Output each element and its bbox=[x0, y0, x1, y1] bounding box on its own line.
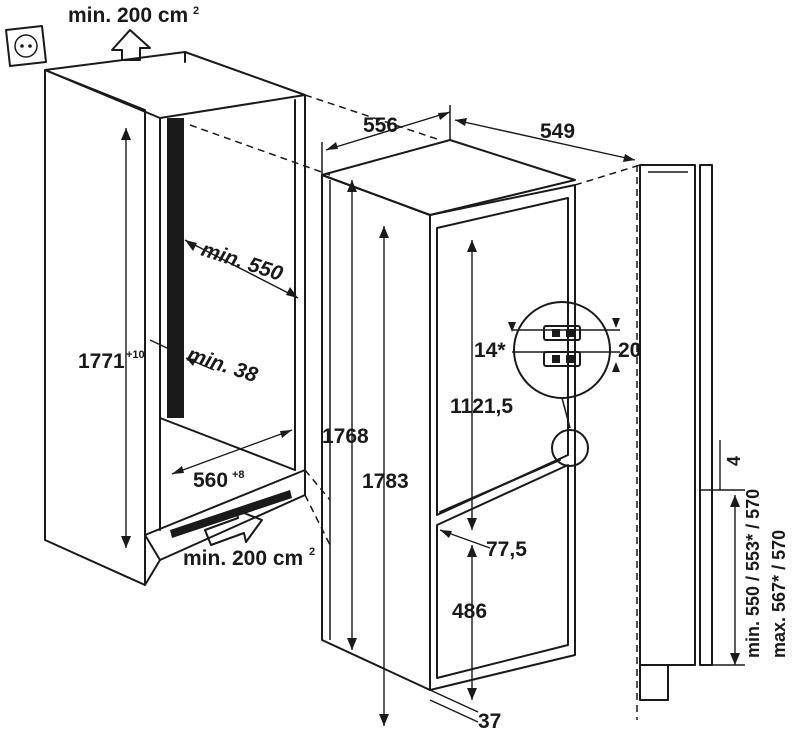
side-door-label: min. 550 / 553* / 570 bbox=[743, 489, 763, 658]
door-gap-label: 77,5 bbox=[486, 538, 527, 561]
bottom-offset-leader bbox=[429, 689, 479, 723]
projection-lines bbox=[189, 94, 641, 720]
upper-door-dimension bbox=[467, 240, 477, 530]
width-dimension bbox=[321, 105, 451, 175]
side-door-max-label: max. 567* / 570 bbox=[769, 530, 789, 658]
niche-width-sup: +8 bbox=[232, 469, 245, 481]
side-gap-label: 4 bbox=[724, 456, 744, 466]
niche-width-dimension bbox=[171, 429, 293, 475]
vent-bottom-sup: 2 bbox=[309, 546, 315, 558]
gap-min-label: min. 38 bbox=[184, 343, 260, 387]
right-arrow-icon bbox=[204, 509, 263, 546]
door-gap-leader bbox=[439, 529, 491, 549]
bottom-offset-label: 37 bbox=[478, 710, 501, 733]
hinge-detail bbox=[508, 301, 620, 467]
cabinet-niche bbox=[44, 51, 306, 586]
total-height-dimension bbox=[379, 226, 389, 726]
upper-door-label: 1121,5 bbox=[450, 395, 513, 418]
body-height-label: 1768 bbox=[322, 425, 369, 448]
side-elevation bbox=[639, 164, 745, 701]
vent-top-label: min. 200 cm bbox=[68, 4, 188, 27]
depth-min-dimension bbox=[184, 239, 299, 299]
niche-height-sup: +10 bbox=[126, 349, 145, 361]
vent-bottom-label: min. 200 cm bbox=[183, 547, 303, 570]
niche-height-label: 1771 bbox=[78, 350, 125, 373]
depth-dimension bbox=[454, 118, 636, 162]
total-height-label: 1783 bbox=[362, 470, 409, 493]
up-arrow-icon bbox=[111, 29, 151, 61]
lower-door-dimension bbox=[467, 545, 477, 700]
niche-width-label: 560 bbox=[193, 469, 228, 492]
fridge-body bbox=[321, 139, 576, 691]
power-socket-icon bbox=[5, 25, 47, 67]
hinge-b-label: 20 bbox=[618, 339, 641, 362]
lower-door-label: 486 bbox=[452, 600, 487, 623]
depth-label: 549 bbox=[540, 120, 575, 143]
vent-top-sup: 2 bbox=[193, 5, 199, 17]
width-label: 556 bbox=[363, 114, 398, 137]
body-height-dimension bbox=[347, 180, 357, 650]
gap-min-arrows bbox=[149, 339, 215, 371]
niche-height-dimension bbox=[121, 128, 131, 548]
hinge-a-label: 14* bbox=[474, 339, 506, 362]
depth-min-label: min. 550 bbox=[198, 238, 285, 286]
